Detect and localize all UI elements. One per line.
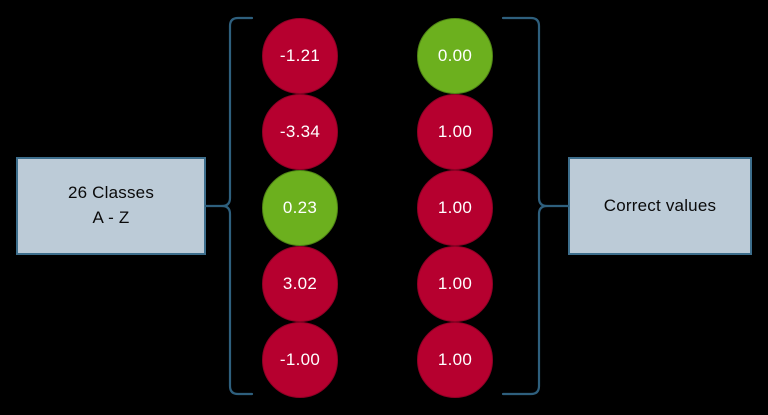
left-bracket-icon — [220, 16, 254, 396]
target-node-4-value: 1.00 — [437, 274, 473, 293]
classes-box-line-1: 26 Classes — [67, 183, 155, 203]
target-node-1-value: 0.00 — [437, 46, 473, 65]
target-node-1: 0.00 — [417, 18, 493, 94]
right-bracket-icon — [501, 16, 549, 396]
classes-box-line-2: A - Z — [92, 208, 130, 227]
targets-column: 0.00 1.00 1.00 1.00 1.00 — [417, 18, 493, 398]
logit-node-5: -1.00 — [262, 322, 338, 398]
logit-node-5-value: -1.00 — [279, 350, 321, 369]
logit-node-4-value: 3.02 — [282, 274, 318, 293]
target-node-5-value: 1.00 — [437, 350, 473, 369]
logit-node-2: -3.34 — [262, 94, 338, 170]
logits-column: -1.21 -3.34 0.23 3.02 -1.00 — [262, 18, 338, 398]
correct-values-box: Correct values — [568, 157, 752, 255]
logit-node-1-value: -1.21 — [279, 46, 321, 65]
correct-values-label: Correct values — [603, 195, 717, 215]
target-node-3: 1.00 — [417, 170, 493, 246]
logit-node-2-value: -3.34 — [279, 122, 321, 141]
logit-node-3-value: 0.23 — [282, 198, 318, 217]
logit-node-3: 0.23 — [262, 170, 338, 246]
target-node-5: 1.00 — [417, 322, 493, 398]
logit-node-4: 3.02 — [262, 246, 338, 322]
target-node-2-value: 1.00 — [437, 122, 473, 141]
classes-box: 26 Classes A - Z — [16, 157, 206, 255]
logit-node-1: -1.21 — [262, 18, 338, 94]
target-node-2: 1.00 — [417, 94, 493, 170]
target-node-3-value: 1.00 — [437, 198, 473, 217]
target-node-4: 1.00 — [417, 246, 493, 322]
